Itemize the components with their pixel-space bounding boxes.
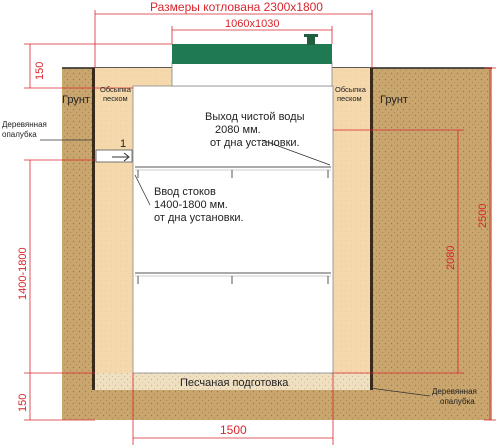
dim-bottom-layer: 150 xyxy=(17,394,29,412)
formwork-right-line2: опалубка xyxy=(440,397,475,406)
formwork-right xyxy=(370,68,373,390)
backfill-left-line2: песком xyxy=(103,94,128,103)
outlet-note-line1: Выход чистой воды xyxy=(205,111,305,123)
formwork-right-line1: Деревянная xyxy=(432,387,477,396)
dim-total-depth: 2500 xyxy=(477,204,489,228)
dim-unit-width: 1500 xyxy=(220,423,247,437)
formwork-left-line2: опалубка xyxy=(2,130,37,139)
backfill-right-line2: песком xyxy=(337,94,362,103)
soil-left-label: Грунт xyxy=(62,94,90,106)
backfill-right-line1: Обсыпка xyxy=(335,85,367,94)
pit-size-label: Размеры котлована 2300х1800 xyxy=(150,0,323,14)
inlet-pointer xyxy=(134,174,151,206)
dim-top-gap: 150 xyxy=(34,62,46,80)
dim-outlet-height: 2080 xyxy=(445,246,457,270)
inlet-note-line2: 1400-1800 мм. xyxy=(154,199,228,211)
lid-vent-cap-icon xyxy=(304,34,318,37)
tank-lid xyxy=(172,44,332,64)
lid-size-label: 1060x1030 xyxy=(225,18,279,30)
tank-neck xyxy=(171,61,333,87)
soil-right-label: Грунт xyxy=(380,94,408,106)
sand-base-texture xyxy=(95,373,370,390)
backfill-left-line1: Обсыпка xyxy=(100,85,132,94)
inlet-arrow-icon xyxy=(112,152,130,162)
dimension-lines xyxy=(24,10,496,445)
inlet-pipe xyxy=(95,149,133,163)
formwork-right-leader xyxy=(369,387,431,397)
lid-vent-icon xyxy=(307,36,315,45)
formwork-left-line1: Деревянная xyxy=(2,120,47,129)
tank-body xyxy=(132,85,334,374)
dim-inlet-range: 1400-1800 xyxy=(17,247,29,300)
sand-base-label: Песчаная подготовка xyxy=(180,377,289,389)
formwork-left xyxy=(92,68,95,390)
outlet-note-line3: от дна установки. xyxy=(210,137,300,149)
outlet-pointer xyxy=(261,139,331,166)
inlet-note-line3: от дна установки. xyxy=(154,212,244,224)
outlet-note-line2: 2080 мм. xyxy=(215,124,261,136)
inlet-number: 1 xyxy=(120,138,126,150)
inlet-note-line1: Ввод стоков xyxy=(154,186,216,198)
